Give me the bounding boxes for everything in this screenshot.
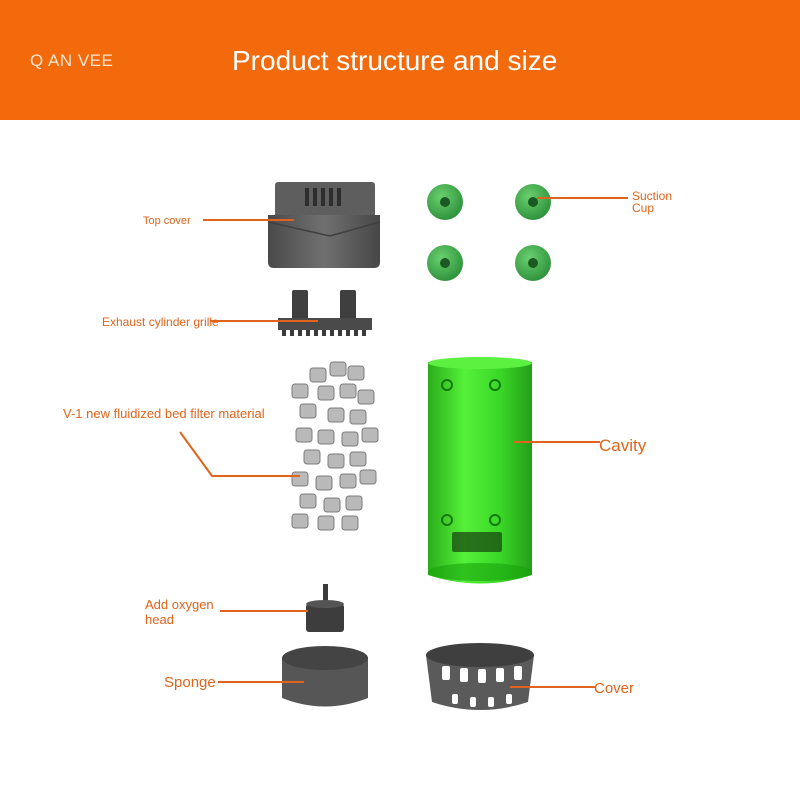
label-suction-cup-2: Cup xyxy=(632,201,655,215)
cavity-part xyxy=(428,357,532,584)
header-banner: Q AN VEE Product structure and size xyxy=(0,0,800,120)
oxygen-head-part xyxy=(306,584,344,632)
page-title: Product structure and size xyxy=(232,45,558,76)
exhaust-grille-part xyxy=(278,290,372,336)
label-exhaust-grille: Exhaust cylinder grille xyxy=(102,315,219,329)
label-filter-material: V-1 new fluidized bed filter material xyxy=(63,406,265,421)
filter-material-part xyxy=(291,361,379,531)
filter-material-leader xyxy=(179,431,300,477)
sponge-part xyxy=(282,646,368,707)
label-oxygen-head-1: Add oxygen xyxy=(145,597,214,612)
label-top-cover: Top cover xyxy=(143,215,191,227)
label-sponge: Sponge xyxy=(164,674,216,691)
label-oxygen-head-2: head xyxy=(145,612,174,627)
label-cavity: Cavity xyxy=(599,436,647,455)
suction-cups-part xyxy=(427,184,551,281)
label-cover: Cover xyxy=(594,680,635,697)
brand-logo: Q AN VEE xyxy=(30,51,114,70)
label-suction-cup-1: Suction xyxy=(632,189,673,203)
cover-basket-part xyxy=(426,643,534,710)
top-cover-part xyxy=(267,182,381,268)
